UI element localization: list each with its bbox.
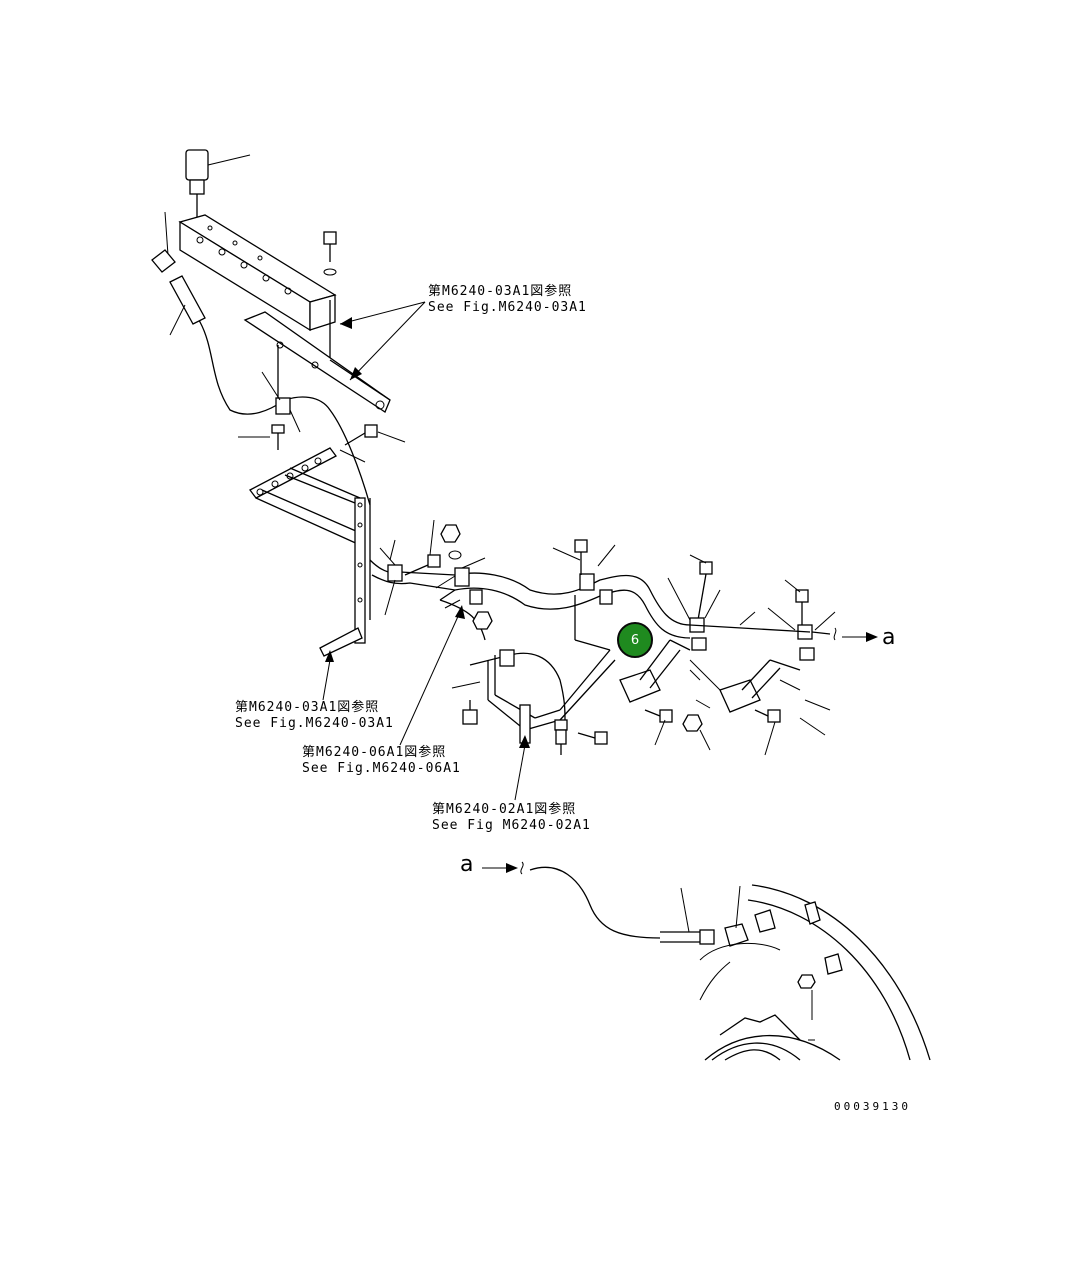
reference-note-4: 第M6240-02A1図参照 See Fig M6240-02A1 [432,802,591,834]
figure-number: 00039130 [834,1100,911,1113]
mid-bolts [404,519,588,630]
side-hose [174,279,371,506]
main-hose-inner [371,574,691,639]
right-brackets [619,639,801,732]
reference-jp: 第M6240-03A1図参照 [428,284,573,299]
clamp-upper [238,371,301,450]
support-frame [249,447,371,657]
housing [699,884,931,1061]
callout-number: 6 [630,632,640,648]
bracket-plate [243,311,391,413]
reference-jp: 第M6240-03A1図参照 [235,700,380,715]
reference-en: See Fig.M6240-03A1 [235,716,394,731]
reference-en: See Fig M6240-02A1 [432,818,591,833]
reference-note-1: 第M6240-03A1図参照 See Fig.M6240-03A1 [428,284,587,316]
manifold-block [151,211,337,332]
top-fitting [185,149,251,225]
bolt-upper-right [339,424,406,463]
lower-connection [482,861,749,947]
reference-note-2: 第M6240-03A1図参照 See Fig.M6240-03A1 [235,700,394,732]
reference-jp: 第M6240-02A1図参照 [432,802,577,817]
reference-en: See Fig.M6240-06A1 [302,761,461,776]
callout-6[interactable]: 6 [617,622,653,658]
lower-bracket [451,595,616,755]
reference-jp: 第M6240-06A1図参照 [302,745,447,760]
reference-note-3: 第M6240-06A1図参照 See Fig.M6240-06A1 [302,745,461,777]
right-fittings [654,554,878,756]
reference-en: See Fig.M6240-03A1 [428,300,587,315]
manifold-bolt [323,231,337,360]
connection-label-left: a [460,852,474,877]
connection-label-right: a [882,625,896,650]
main-clamps [379,544,616,616]
